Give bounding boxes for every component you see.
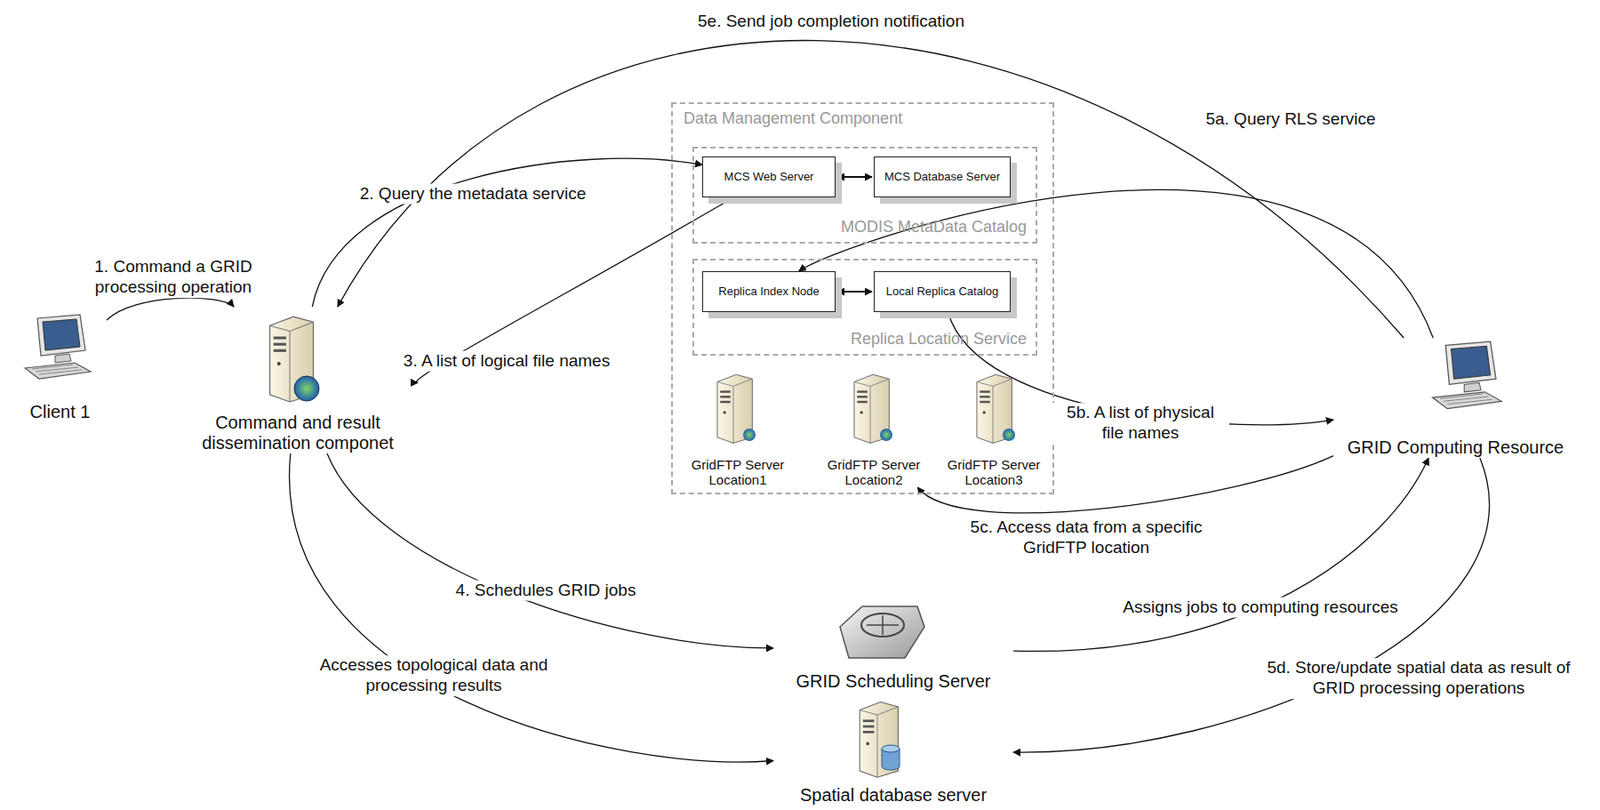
edge-label: Accesses topological data and processing… xyxy=(309,655,559,696)
node-label: Replica Index Node xyxy=(718,285,819,299)
connector xyxy=(312,158,703,307)
edge-label: 5a. Query RLS service xyxy=(1179,109,1402,130)
node-label: Command and result dissemination compone… xyxy=(177,412,418,454)
connector xyxy=(1013,457,1489,752)
edge-label: 2. Query the metadata service xyxy=(326,184,620,205)
server-icon: GridFTP Server Location3 xyxy=(935,373,1053,488)
catalog-group: MODIS MetaData Catalog MCS Web Server MCS … xyxy=(692,146,1038,244)
server-icon: Command and result dissemination compone… xyxy=(177,306,418,454)
node-label: GridFTP Server Location1 xyxy=(679,456,797,488)
service-group: Replica Location Service Replica Index No… xyxy=(692,258,1038,356)
process-box: Local Replica Catalog xyxy=(873,271,1011,312)
database-icon: Spatial database server xyxy=(773,695,1014,806)
computer-icon: GRID Computing Resource xyxy=(1333,337,1578,458)
server-icon: GridFTP Server Location1 xyxy=(679,373,797,488)
connector xyxy=(837,176,872,178)
group-label: Replica Location Service xyxy=(850,329,1027,349)
node-label: GRID Computing Resource xyxy=(1345,437,1566,458)
connector xyxy=(106,297,234,320)
node-label: GRID Scheduling Server xyxy=(794,671,993,692)
node-label: MCS Web Server xyxy=(724,170,815,184)
node-label: MCS Database Server xyxy=(884,170,1000,184)
connector xyxy=(917,456,1334,513)
edge-label: Assigns jobs to computing resources xyxy=(1096,597,1425,618)
node-label: GridFTP Server Location3 xyxy=(935,456,1053,488)
server-icon: GridFTP Server Location2 xyxy=(815,373,933,488)
process-box: MCS Database Server xyxy=(873,156,1011,198)
group-label: Data Management Component xyxy=(683,109,903,128)
process-box: Replica Index Node xyxy=(702,271,836,312)
edge-label: 5b. A list of physical file names xyxy=(1051,402,1230,444)
edge-label: 5d. Store/update spatial data as result … xyxy=(1249,657,1588,699)
connector xyxy=(289,453,774,762)
edge-label: 5c. Access data from a specific GridFTP … xyxy=(957,517,1216,559)
node-label: Client 1 xyxy=(28,401,93,423)
scheduler-icon: GRID Scheduling Server xyxy=(773,602,1014,692)
group-label: MODIS MetaData Catalog xyxy=(840,217,1027,237)
edge-label: 5e. Send job completion notification xyxy=(662,11,1000,32)
connector xyxy=(837,290,872,293)
node-label: GridFTP Server Location2 xyxy=(815,456,933,488)
edge-label: 1. Command a GRID processing operation xyxy=(75,256,272,298)
component-group: Data Management ComponentMODIS MetaData … xyxy=(671,102,1055,495)
connector xyxy=(799,190,1434,338)
node-label: Spatial database server xyxy=(798,784,989,806)
process-box: MCS Web Server xyxy=(702,156,836,198)
node-label: Local Replica Catalog xyxy=(886,285,999,299)
computer-icon: Client 1 xyxy=(13,311,107,423)
edge-label: 4. Schedules GRID jobs xyxy=(430,580,662,601)
edge-label: 3. A list of logical file names xyxy=(360,351,654,372)
